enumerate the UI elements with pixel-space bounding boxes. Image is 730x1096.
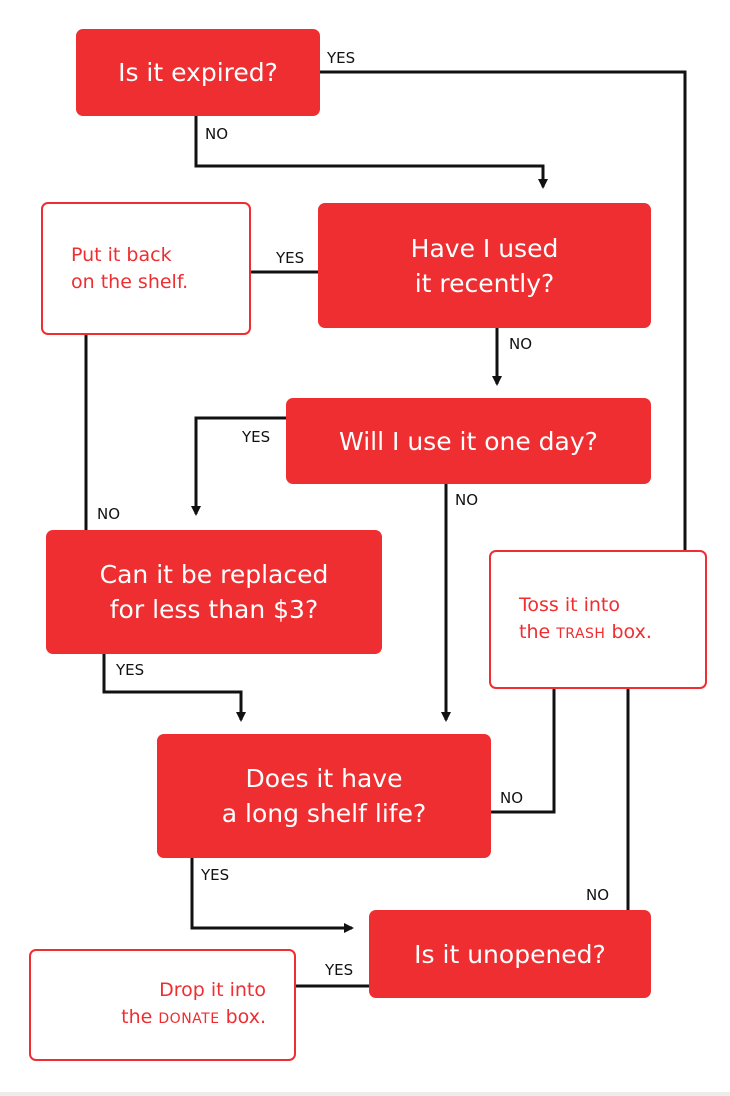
outcome-text-line2: on the shelf. [71,270,189,293]
node-text: Will I use it one day? [339,426,598,456]
edge-expired-no [194,116,548,189]
node-have-i-used-it-recently: Have I used it recently? [318,203,651,328]
label-unopened-no: NO [586,886,610,904]
label-unopened-yes: YES [325,961,354,979]
trash-word: TRASH [556,625,606,642]
donate-word: DONATE [158,1011,220,1027]
label-shelf-yes: YES [201,866,230,884]
node-text-line2: a long shelf life? [221,799,427,828]
label-replaced-yes: YES [116,661,145,679]
outcome-drop-into-donate: Drop it into the DONATE box. [29,949,296,1061]
outcome-text-line2: the TRASH box. [519,620,652,643]
outcome-text-line1: Put it back [71,243,172,266]
node-text-line2: for less than $3? [109,595,319,624]
node-text: Is it expired? [118,58,278,87]
label-oneday-yes: YES [242,428,271,446]
node-is-it-expired: Is it expired? [76,29,320,116]
edge-shelf-yes [190,858,354,933]
label-expired-yes: YES [327,49,356,67]
node-is-it-unopened: Is it unopened? [369,910,651,998]
node-can-it-be-replaced: Can it be replaced for less than $3? [46,530,382,654]
node-text-line2: it recently? [414,268,555,298]
label-used-no: NO [509,335,533,353]
edge-replaced-yes [102,654,246,722]
outcome-text-line1: Drop it into [159,979,266,1001]
bottom-edge [0,1092,730,1096]
label-shelf-no: NO [500,789,524,807]
outcome-text-line2: the DONATE box. [121,1006,266,1028]
label-replaced-no: NO [97,505,121,523]
outcome-toss-into-trash: Toss it into the TRASH box. [489,550,707,689]
label-expired-no: NO [205,125,229,143]
label-oneday-no: NO [455,491,479,509]
edge-oneday-yes [191,416,286,516]
edge-expired-yes [320,70,690,580]
outcome-put-back-on-shelf: Put it back on the shelf. [41,202,251,335]
outcome-text-line1: Toss it into [519,593,621,616]
node-will-i-use-it-one-day: Will I use it one day? [286,398,651,484]
node-text-line1: Can it be replaced [99,560,329,589]
node-long-shelf-life: Does it have a long shelf life? [157,734,491,858]
label-used-yes: YES [276,249,305,267]
node-text-line1: Have I used [410,233,559,263]
node-text: Is it unopened? [414,939,606,969]
edge-shelf-no [491,670,559,814]
node-text-line1: Does it have [245,764,403,793]
